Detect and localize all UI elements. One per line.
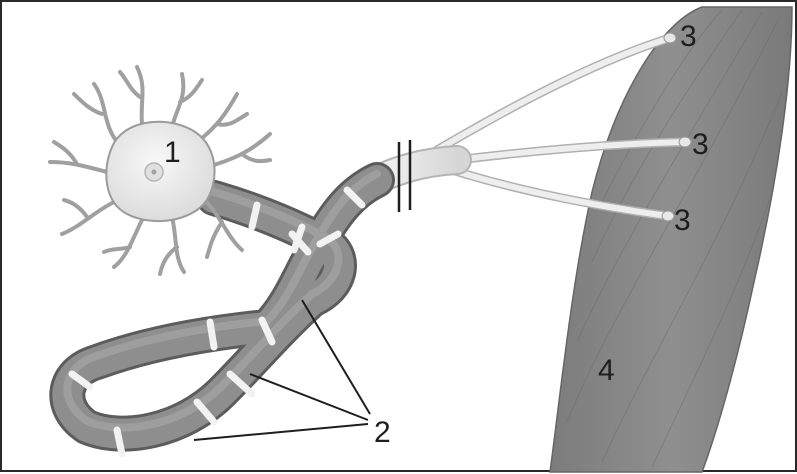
label-axon-terminal-3: 3 <box>674 204 691 237</box>
label-axon-terminal-2: 3 <box>692 128 709 161</box>
label-muscle: 4 <box>598 354 615 387</box>
muscle-fiber <box>550 7 792 472</box>
label-myelin-sheath: 2 <box>374 416 391 449</box>
cell-body <box>106 122 214 221</box>
label-cell-body: 1 <box>164 136 181 169</box>
myelinated-axon <box>67 174 377 434</box>
label-axon-terminal-1: 3 <box>680 20 697 53</box>
